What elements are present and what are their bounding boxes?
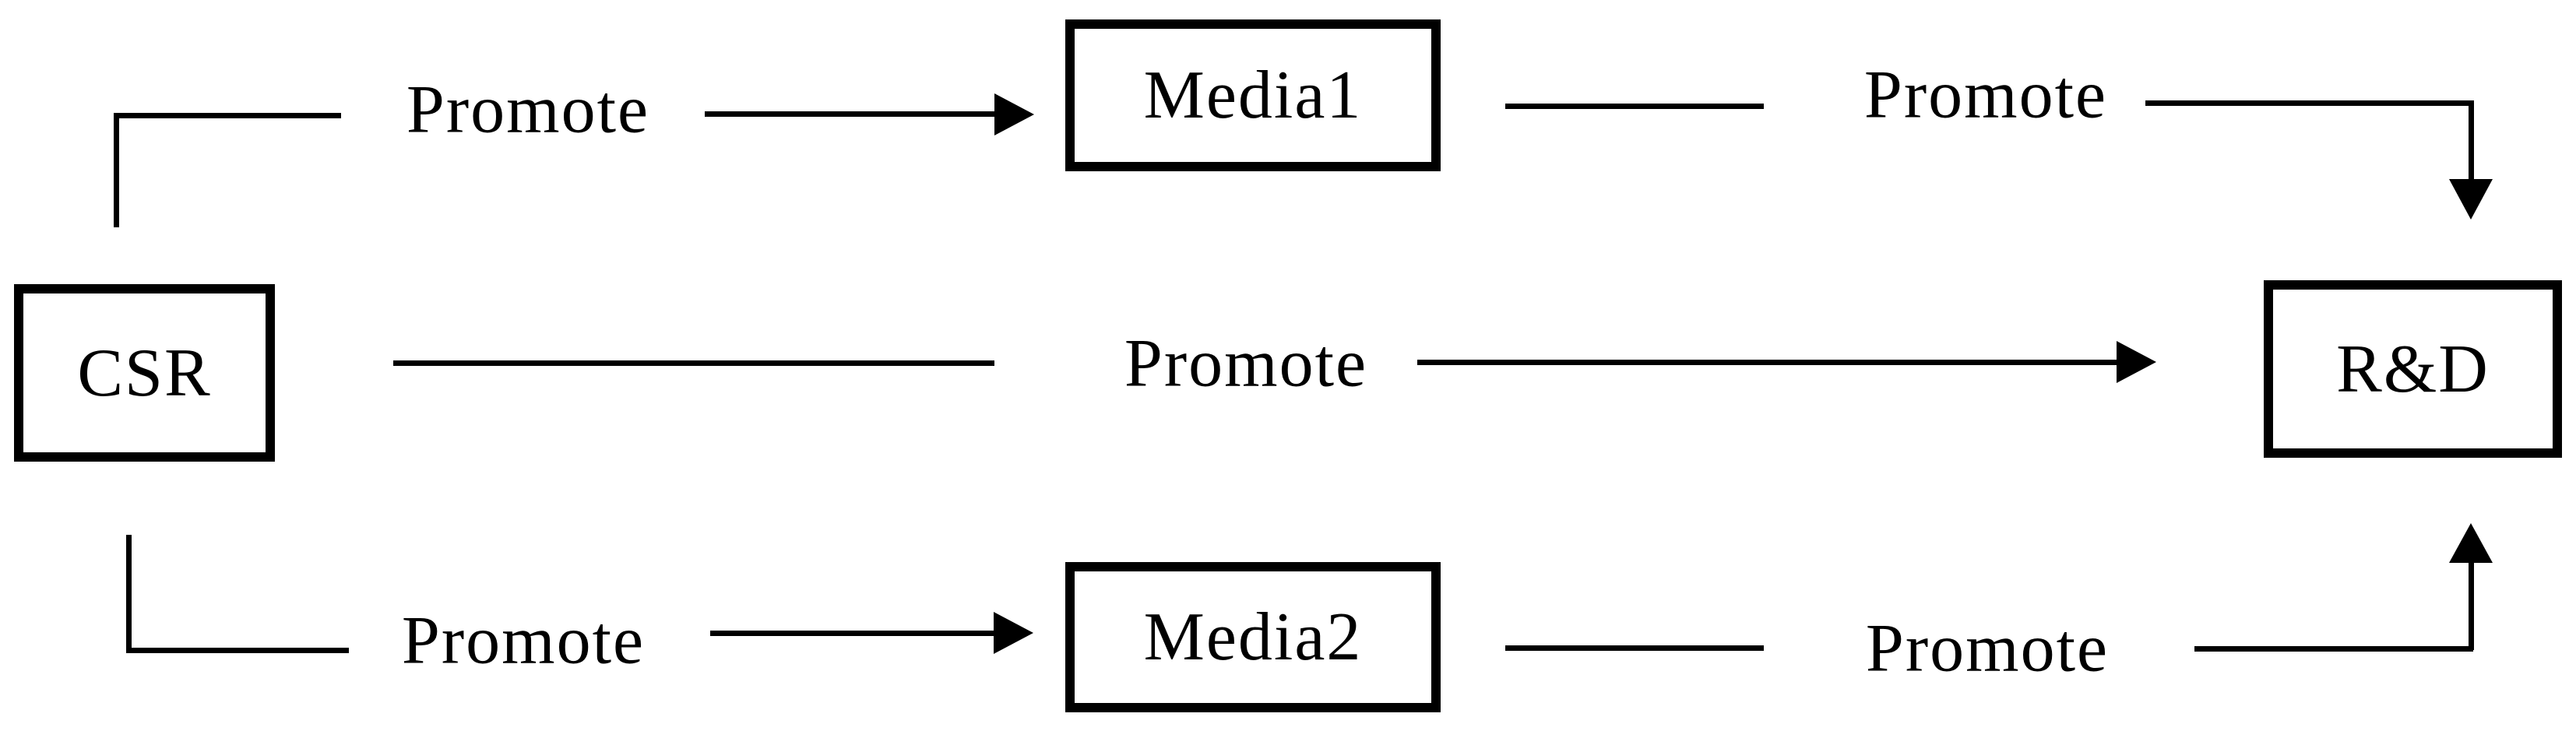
node-box-csr: CSR	[14, 284, 275, 462]
connector-csr-media2-line	[710, 631, 994, 636]
node-box-media2: Media2	[1065, 562, 1441, 712]
edge-label-media1-to-rnd: Promote	[1863, 57, 2108, 133]
arrowhead-right-icon	[994, 93, 1034, 135]
edge-label-csr-to-media2: Promote	[401, 603, 646, 679]
connector-media2-rnd-elbow-vertical	[2469, 563, 2474, 650]
arrowhead-up-icon	[2449, 523, 2493, 563]
node-box-media1: Media1	[1065, 19, 1441, 171]
connector-media1-rnd-elbow-vertical	[2469, 100, 2474, 179]
node-label-csr: CSR	[77, 335, 212, 411]
node-box-rnd: R&D	[2264, 280, 2562, 458]
edge-label-csr-to-rnd: Promote	[1124, 325, 1368, 402]
connector-csr-media1-elbow-horizontal	[114, 113, 341, 118]
connector-csr-media2-elbow-horizontal	[126, 648, 349, 653]
node-label-media1: Media1	[1143, 58, 1363, 133]
edge-label-media2-to-rnd: Promote	[1865, 610, 2110, 687]
edge-label-csr-to-media1: Promote	[406, 72, 650, 148]
node-label-rnd: R&D	[2336, 331, 2490, 407]
node-label-media2: Media2	[1143, 599, 1363, 675]
arrowhead-down-icon	[2449, 179, 2493, 220]
connector-csr-media2-elbow-vertical	[126, 535, 132, 652]
connector-media2-rnd-line-2	[2194, 646, 2473, 652]
connector-csr-media1-elbow-vertical	[114, 113, 119, 227]
connector-csr-rnd-line-2	[1417, 360, 2117, 365]
arrowhead-right-icon	[994, 612, 1033, 654]
connector-csr-rnd-line-1	[393, 360, 994, 366]
connector-csr-media1-line	[705, 111, 994, 117]
connector-media1-rnd-line-2	[2145, 100, 2473, 106]
connector-media2-rnd-line-1	[1505, 645, 1764, 651]
arrowhead-right-icon	[2117, 341, 2156, 383]
connector-media1-rnd-line-1	[1505, 104, 1764, 109]
